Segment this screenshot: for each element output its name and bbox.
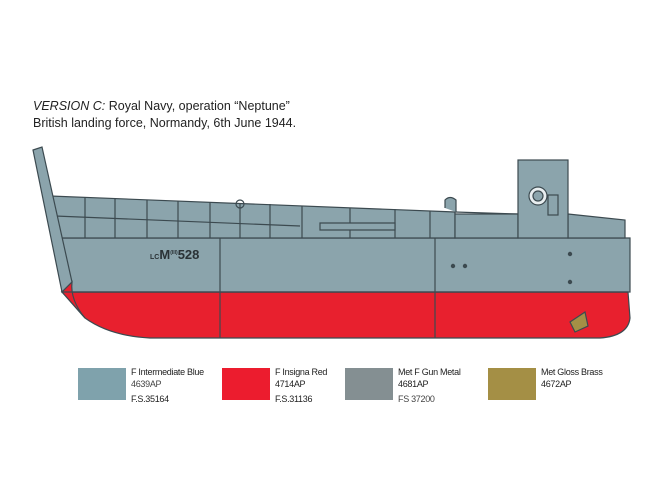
paint-swatch-insigna-red <box>222 368 270 400</box>
paint-name: Met F Gun Metal <box>398 367 461 377</box>
paint-code: 4639AP <box>131 379 162 389</box>
paint-label-intermediate-blue: F Intermediate Blue 4639AP F.S.35164 <box>131 366 204 405</box>
propeller <box>569 311 589 333</box>
hull-marking: LCM(III)528 <box>150 247 199 262</box>
version-subtitle: British landing force, Normandy, 6th Jun… <box>33 116 297 130</box>
paint-swatch-intermediate-blue <box>78 368 126 400</box>
paint-fs: FS 37200 <box>398 394 435 404</box>
version-title: Royal Navy, operation “Neptune” <box>108 99 290 113</box>
bulwark <box>49 195 456 239</box>
version-label: VERSION C: <box>33 99 106 113</box>
paint-code: 4681AP <box>398 379 429 389</box>
hull-marking-number: 528 <box>178 247 200 262</box>
paint-code: 4714AP <box>275 379 306 389</box>
paint-swatch-gun-metal <box>345 368 393 400</box>
paint-label-insigna-red: F Insigna Red 4714AP F.S.31136 <box>275 366 327 405</box>
paint-code: 4672AP <box>541 379 572 389</box>
paint-name: Met Gloss Brass <box>541 367 603 377</box>
version-caption: VERSION C: Royal Navy, operation “Neptun… <box>33 98 296 132</box>
paint-fs: F.S.35164 <box>131 394 169 404</box>
hull-red-bottom <box>60 291 631 339</box>
hull-grey-side <box>57 237 631 293</box>
hull-marking-prefix: LC <box>150 254 159 261</box>
paint-name: F Intermediate Blue <box>131 367 204 377</box>
paint-swatch-gloss-brass <box>488 368 536 400</box>
hull-marking-letter: M <box>159 247 170 262</box>
paint-name: F Insigna Red <box>275 367 328 377</box>
paint-fs: F.S.31136 <box>275 394 313 404</box>
paint-label-gun-metal: Met F Gun Metal 4681AP FS 37200 <box>398 366 461 405</box>
hull-marking-superscript: (III) <box>170 250 178 256</box>
paint-label-gloss-brass: Met Gloss Brass 4672AP <box>541 366 603 390</box>
